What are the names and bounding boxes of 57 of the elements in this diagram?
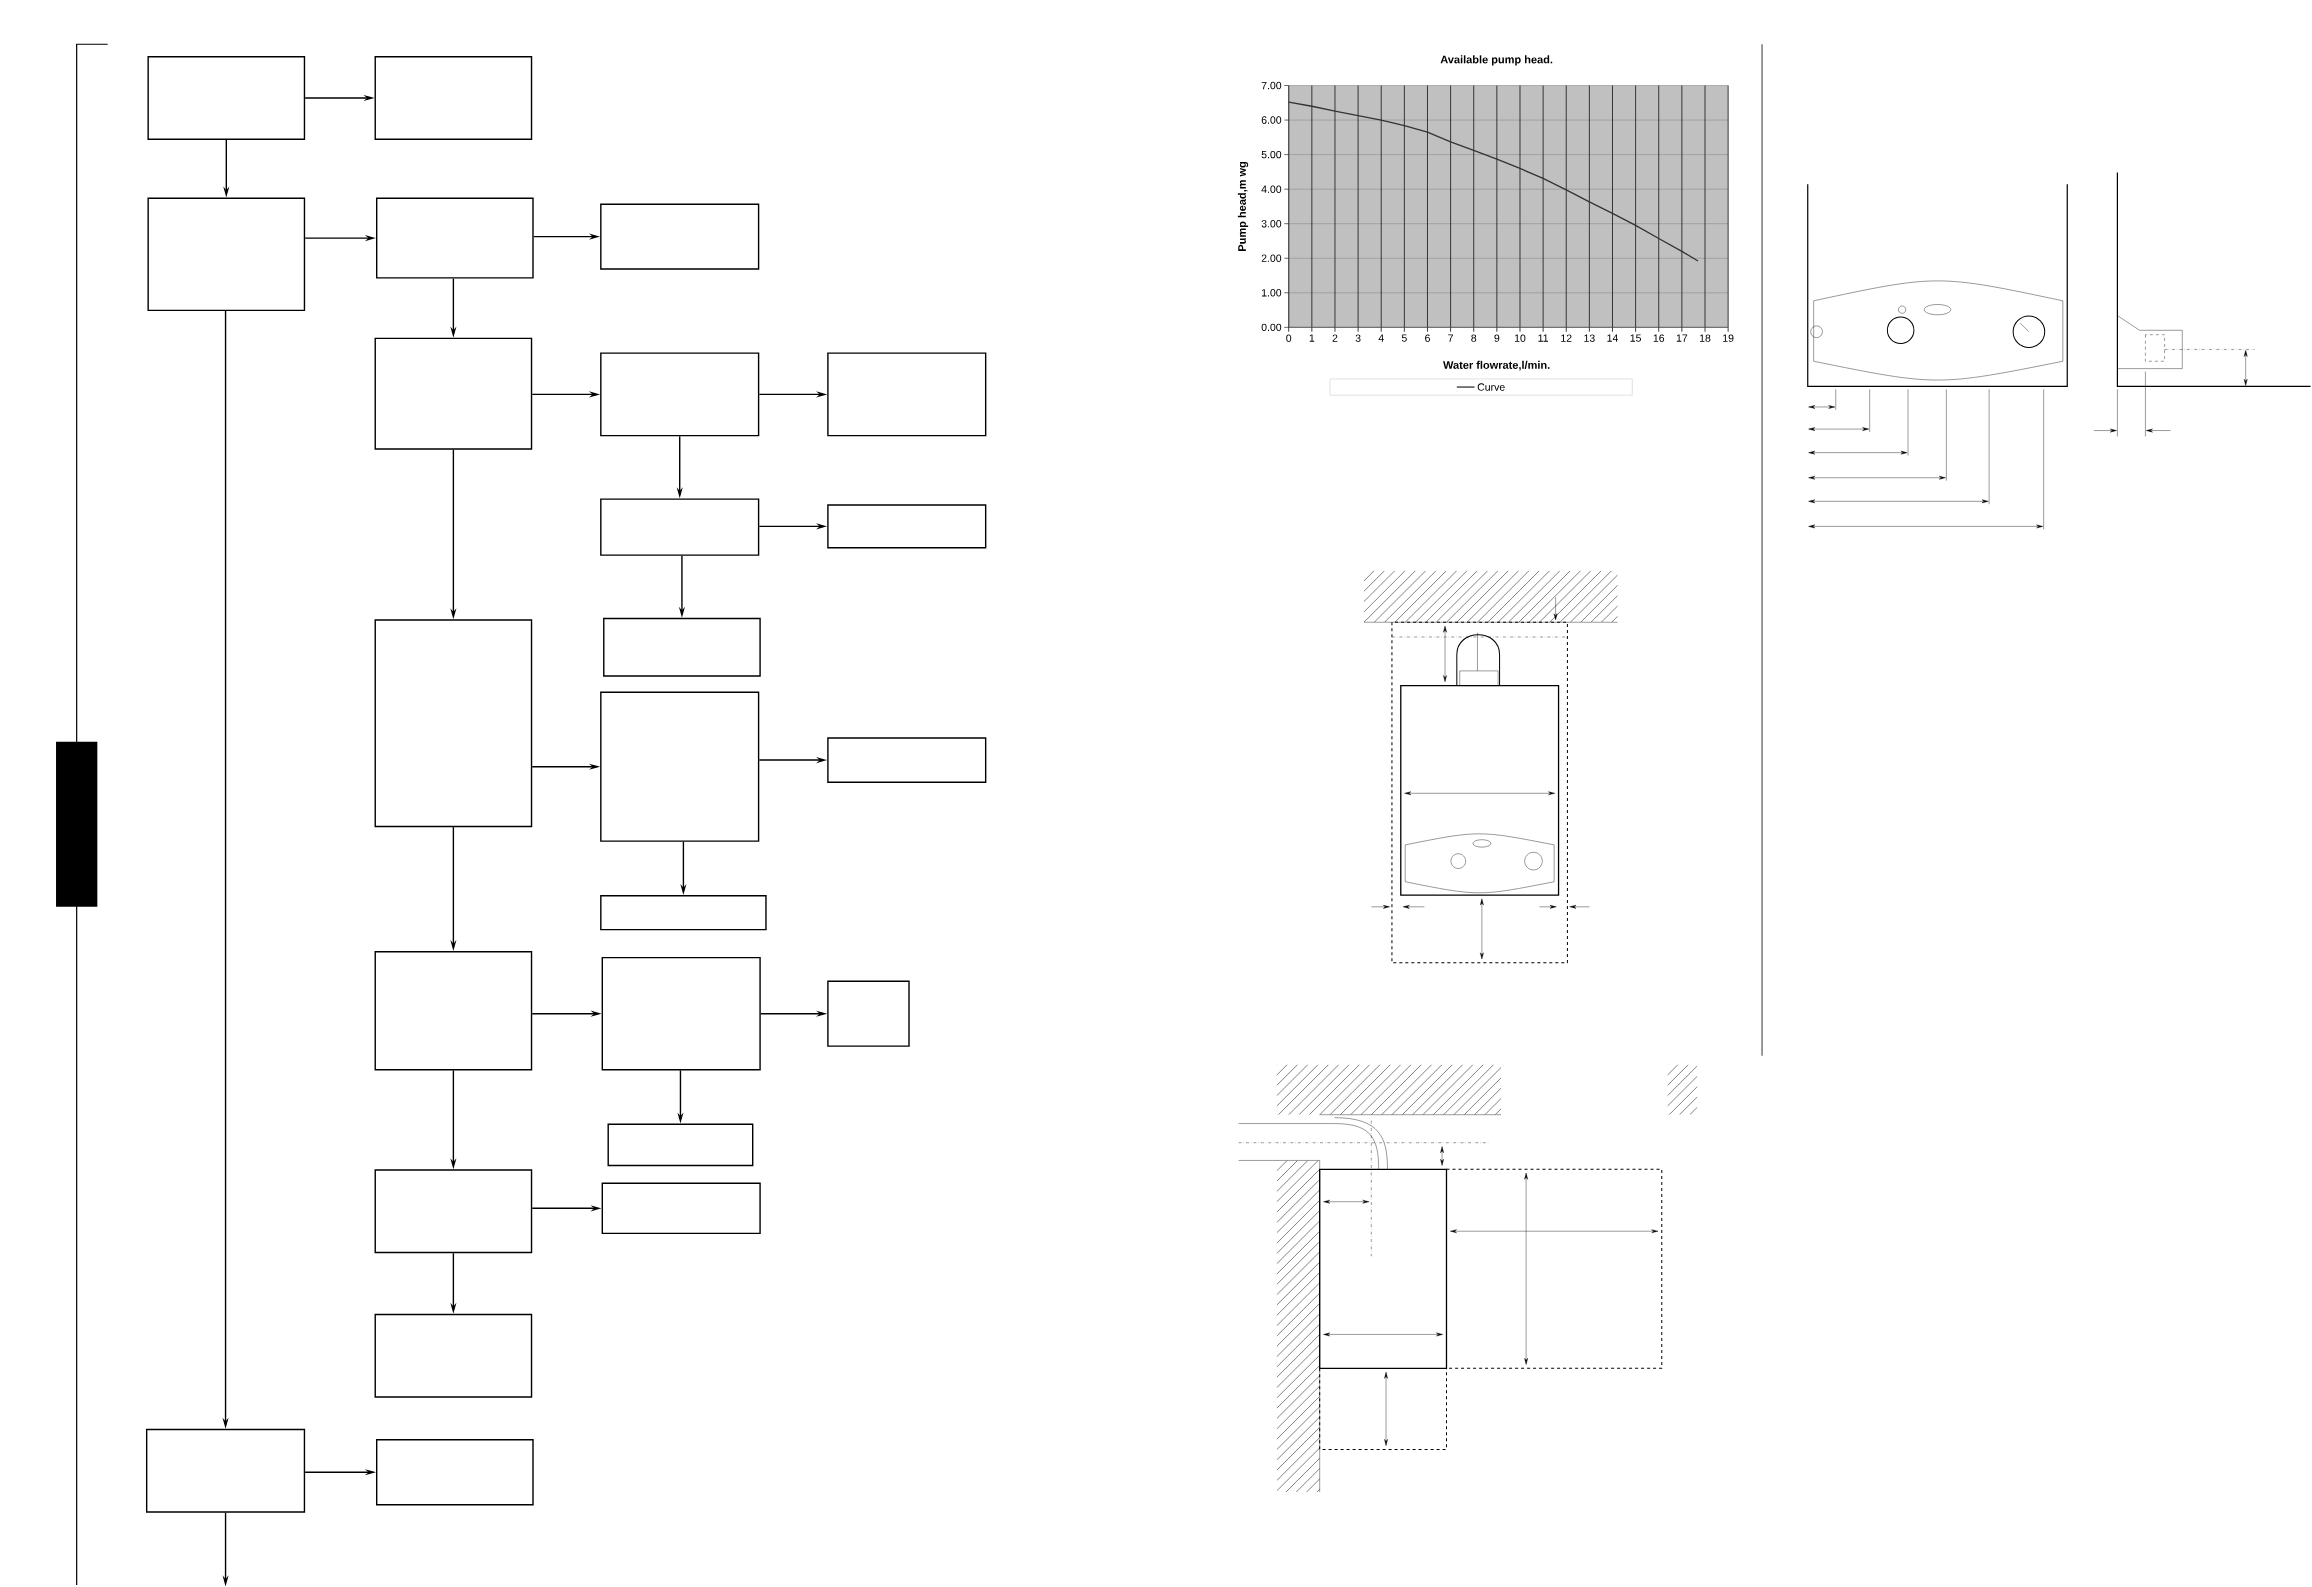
- tick-label: 7.00: [1261, 82, 1282, 90]
- flow-box: [374, 1169, 533, 1254]
- tick-label: 11: [1538, 334, 1549, 342]
- axis-title: Water flowrate,l/min.: [1443, 361, 1550, 371]
- tick-label: 5.00: [1261, 151, 1282, 159]
- tick-label: 4.00: [1261, 185, 1282, 194]
- flow-box: [376, 1439, 534, 1506]
- tick-label: 16: [1653, 334, 1665, 343]
- tick-label: 6: [1425, 334, 1430, 343]
- flow-box: [147, 197, 306, 312]
- flow-box: [607, 1123, 754, 1167]
- tick-label: 12: [1561, 334, 1572, 342]
- tick-label: 2: [1332, 334, 1338, 342]
- flow-box: [374, 1314, 533, 1398]
- tick-label: 0.00: [1261, 323, 1282, 332]
- tick-label: 2.00: [1261, 254, 1282, 263]
- flow-box: [145, 1429, 306, 1513]
- flow-box: [374, 619, 533, 828]
- flow-box: [603, 618, 761, 677]
- tick-label: 19: [1723, 334, 1734, 343]
- tick-label: 9: [1494, 334, 1500, 343]
- legend-label: Curve: [1477, 383, 1505, 391]
- tick-label: 1.00: [1262, 289, 1282, 297]
- tick-label: 8: [1471, 334, 1477, 343]
- flow-box: [147, 56, 306, 141]
- flow-box: [600, 895, 767, 931]
- flow-box: [374, 951, 533, 1071]
- tick-label: 15: [1630, 334, 1641, 342]
- tick-label: 13: [1584, 334, 1595, 343]
- flow-box: [600, 691, 760, 843]
- tick-label: 0: [1286, 334, 1292, 343]
- flow-box: [600, 498, 760, 557]
- flow-box: [601, 957, 761, 1071]
- tick-label: 18: [1699, 334, 1711, 343]
- tick-label: 5: [1401, 334, 1407, 342]
- tick-label: 4: [1378, 334, 1384, 342]
- flow-box: [827, 504, 987, 549]
- tick-label: 3.00: [1261, 220, 1282, 228]
- tick-label: 10: [1514, 334, 1526, 343]
- flow-box: [601, 1182, 761, 1235]
- tick-label: 3: [1355, 334, 1361, 343]
- tick-label: 7: [1448, 334, 1453, 342]
- axis-title: Pump head,m wg: [1237, 162, 1249, 252]
- legend: Curve: [1329, 378, 1633, 396]
- flow-box: [827, 737, 987, 784]
- flow-box: [376, 197, 534, 279]
- tick-label: 14: [1607, 334, 1618, 342]
- chart-title: Available pump head.: [1440, 55, 1553, 66]
- flow-box: [827, 352, 987, 437]
- flow-box: [600, 352, 760, 437]
- tick-label: 6.00: [1261, 116, 1282, 124]
- flow-box: [600, 203, 760, 270]
- flow-box: [374, 56, 533, 141]
- tick-label: 17: [1676, 334, 1688, 342]
- flow-box: [827, 980, 910, 1048]
- flow-box: [374, 337, 533, 450]
- tick-label: 1: [1309, 334, 1315, 342]
